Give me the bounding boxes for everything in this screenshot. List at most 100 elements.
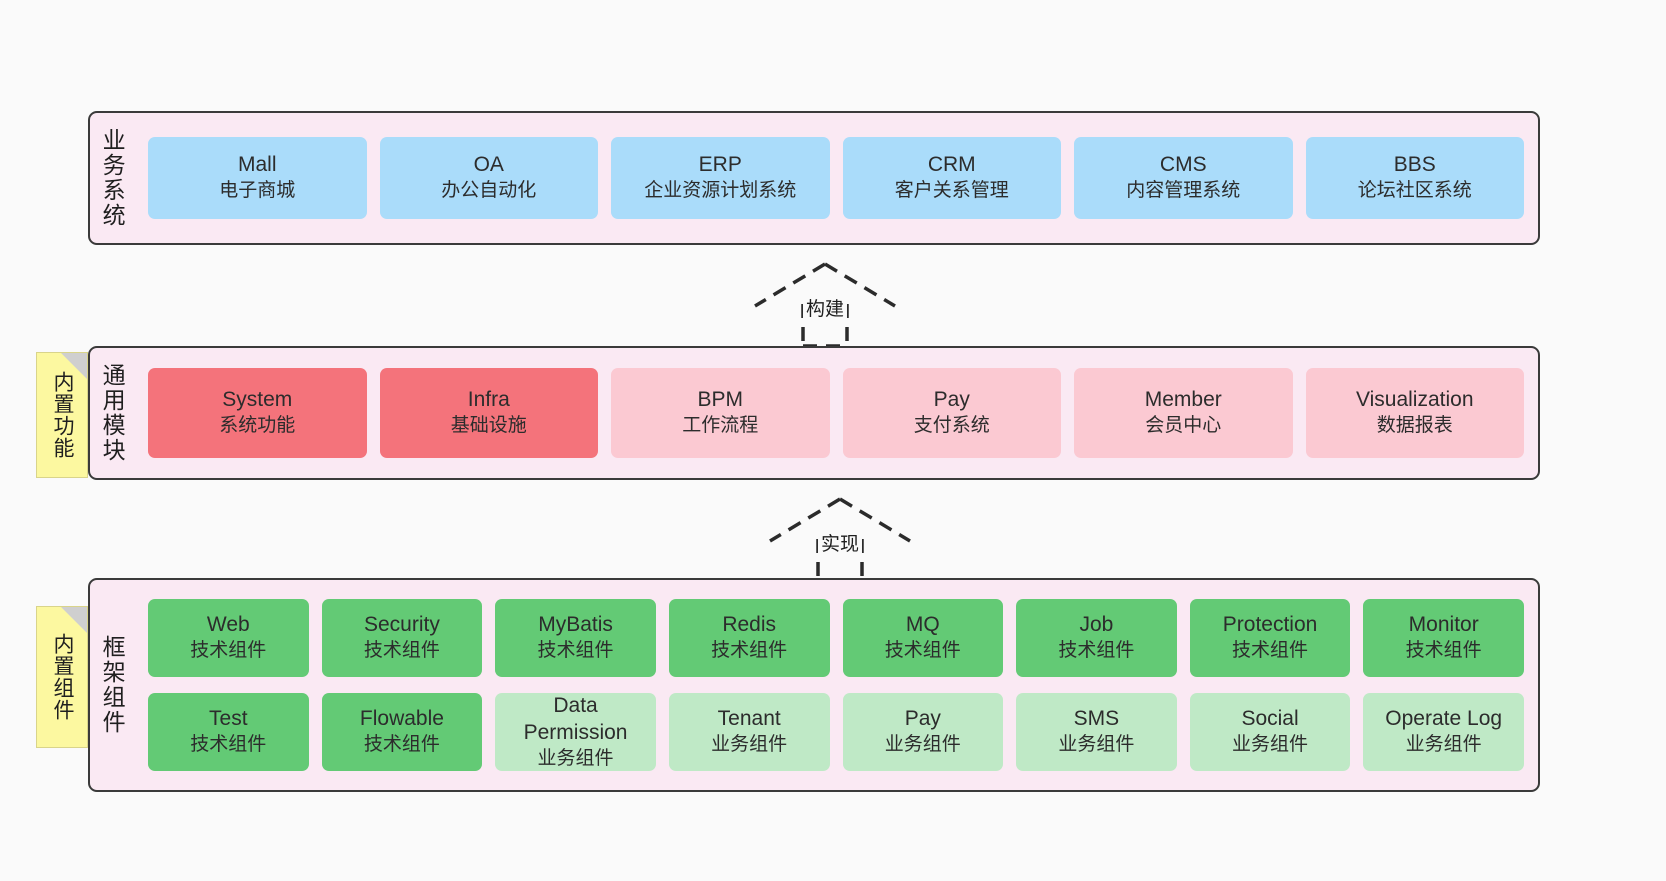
card-subtitle: 技术组件 <box>1405 640 1482 662</box>
card-sms[interactable]: SMS 业务组件 <box>1016 693 1177 771</box>
card-subtitle: 会员中心 <box>1145 415 1222 437</box>
card-title: MQ <box>905 613 940 637</box>
card-title: Mall <box>237 153 277 177</box>
card-subtitle: 技术组件 <box>537 640 614 662</box>
card-subtitle: 技术组件 <box>190 734 267 756</box>
card-bbs[interactable]: BBS 论坛社区系统 <box>1305 137 1524 219</box>
build-connector: 构建 <box>745 258 905 350</box>
card-monitor[interactable]: Monitor 技术组件 <box>1363 599 1524 677</box>
card-subtitle: 工作流程 <box>682 415 759 437</box>
card-subtitle: 业务组件 <box>1405 734 1482 756</box>
build-connector-label: 构建 <box>802 294 848 321</box>
card-subtitle: 办公自动化 <box>441 180 537 202</box>
card-security[interactable]: Security 技术组件 <box>321 599 483 677</box>
layer-body-business-systems: Mall 电子商城 OA 办公自动化 ERP 企业资源计划系统 CRM 客户关系… <box>134 113 1538 243</box>
card-infra[interactable]: Infra 基础设施 <box>379 368 598 458</box>
card-row: Mall 电子商城 OA 办公自动化 ERP 企业资源计划系统 CRM 客户关系… <box>148 137 1524 219</box>
card-title: Pay <box>933 388 970 412</box>
card-title: Visualization <box>1355 388 1474 412</box>
card-title: Security <box>364 613 440 637</box>
layer-body-framework-components: Web 技术组件 Security 技术组件 MyBatis 技术组件 Redi… <box>134 580 1538 790</box>
card-subtitle: 业务组件 <box>1232 734 1309 756</box>
card-subtitle: 数据报表 <box>1376 415 1453 437</box>
card-pay-module[interactable]: Pay 支付系统 <box>842 368 1061 458</box>
card-subtitle: 业务组件 <box>537 747 614 769</box>
card-subtitle: 技术组件 <box>711 640 788 662</box>
card-crm[interactable]: CRM 客户关系管理 <box>842 137 1061 219</box>
card-subtitle: 系统功能 <box>219 415 296 437</box>
card-subtitle: 技术组件 <box>363 640 440 662</box>
card-bpm[interactable]: BPM 工作流程 <box>611 368 830 458</box>
card-subtitle: 支付系统 <box>913 415 990 437</box>
card-tenant[interactable]: Tenant 业务组件 <box>668 693 830 771</box>
card-title: BBS <box>1393 153 1436 177</box>
card-subtitle: 业务组件 <box>711 734 788 756</box>
card-subtitle: 技术组件 <box>1232 640 1309 662</box>
card-title: Protection <box>1222 613 1318 637</box>
builtin-function-note-label: 内置功能 <box>51 371 75 459</box>
card-mq[interactable]: MQ 技术组件 <box>842 599 1004 677</box>
card-title: Web <box>206 613 250 637</box>
card-test[interactable]: Test 技术组件 <box>148 693 309 771</box>
card-title: Redis <box>722 613 777 637</box>
card-title: CMS <box>1159 153 1207 177</box>
card-subtitle: 技术组件 <box>190 640 267 662</box>
card-row: Web 技术组件 Security 技术组件 MyBatis 技术组件 Redi… <box>148 599 1524 677</box>
card-operate-log[interactable]: Operate Log 业务组件 <box>1363 693 1524 771</box>
card-subtitle: 客户关系管理 <box>894 180 1009 202</box>
card-subtitle: 业务组件 <box>884 734 961 756</box>
card-title: Job <box>1079 613 1114 637</box>
builtin-component-note: 内置组件 <box>36 606 88 748</box>
card-title: Social <box>1241 707 1299 731</box>
layer-label-framework-components: 框架组件 <box>99 635 126 735</box>
card-subtitle: 技术组件 <box>884 640 961 662</box>
card-pay-component[interactable]: Pay 业务组件 <box>842 693 1004 771</box>
card-title: Monitor <box>1408 613 1479 637</box>
card-title: Tenant <box>717 707 781 731</box>
card-title: Flowable <box>359 707 444 731</box>
builtin-component-note-label: 内置组件 <box>51 633 75 721</box>
card-data-permission[interactable]: Data Permission 业务组件 <box>495 693 656 771</box>
card-subtitle: 论坛社区系统 <box>1357 180 1472 202</box>
card-title: BPM <box>697 388 743 412</box>
card-title: Member <box>1144 388 1222 412</box>
card-mall[interactable]: Mall 电子商城 <box>148 137 367 219</box>
card-job[interactable]: Job 技术组件 <box>1016 599 1177 677</box>
layer-label-common-modules: 通用模块 <box>99 363 126 463</box>
card-system[interactable]: System 系统功能 <box>148 368 367 458</box>
card-oa[interactable]: OA 办公自动化 <box>379 137 598 219</box>
card-subtitle: 技术组件 <box>363 734 440 756</box>
card-cms[interactable]: CMS 内容管理系统 <box>1074 137 1293 219</box>
card-flowable[interactable]: Flowable 技术组件 <box>321 693 483 771</box>
card-web[interactable]: Web 技术组件 <box>148 599 309 677</box>
card-visualization[interactable]: Visualization 数据报表 <box>1305 368 1524 458</box>
card-subtitle: 电子商城 <box>219 180 296 202</box>
layer-common-modules: 通用模块 System 系统功能 Infra 基础设施 BPM 工作流程 Pay… <box>88 346 1540 480</box>
card-redis[interactable]: Redis 技术组件 <box>668 599 830 677</box>
card-social[interactable]: Social 业务组件 <box>1189 693 1351 771</box>
card-title: Test <box>209 707 248 731</box>
card-title: Data Permission <box>523 693 628 744</box>
layer-business-systems: 业务系统 Mall 电子商城 OA 办公自动化 ERP 企业资源计划系统 CRM… <box>88 111 1540 245</box>
card-title: CRM <box>927 153 976 177</box>
card-title: System <box>222 388 293 412</box>
build-connector-shape <box>754 262 896 348</box>
card-title: Infra <box>467 388 510 412</box>
layer-label-business-systems: 业务系统 <box>99 128 126 228</box>
card-row: Test 技术组件 Flowable 技术组件 Data Permission … <box>148 693 1524 771</box>
card-subtitle: 企业资源计划系统 <box>644 180 797 202</box>
builtin-function-note: 内置功能 <box>36 352 88 478</box>
card-protection[interactable]: Protection 技术组件 <box>1189 599 1351 677</box>
card-mybatis[interactable]: MyBatis 技术组件 <box>495 599 656 677</box>
card-subtitle: 技术组件 <box>1058 640 1135 662</box>
card-member[interactable]: Member 会员中心 <box>1074 368 1293 458</box>
card-title: Operate Log <box>1385 707 1503 731</box>
card-subtitle: 基础设施 <box>450 415 527 437</box>
implement-connector-shape <box>769 497 911 583</box>
card-erp[interactable]: ERP 企业资源计划系统 <box>611 137 830 219</box>
implement-connector: 实现 <box>760 493 920 585</box>
card-row: System 系统功能 Infra 基础设施 BPM 工作流程 Pay 支付系统… <box>148 368 1524 458</box>
card-subtitle: 业务组件 <box>1058 734 1135 756</box>
card-title: ERP <box>698 153 742 177</box>
implement-connector-label: 实现 <box>817 529 863 556</box>
